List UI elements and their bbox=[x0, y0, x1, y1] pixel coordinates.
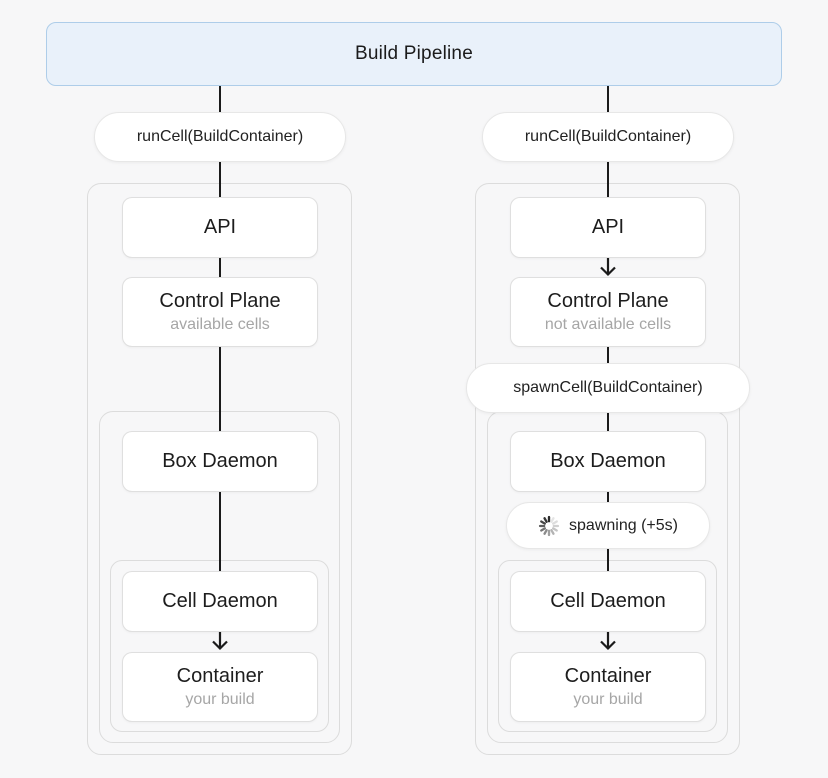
api-label: API bbox=[203, 216, 237, 238]
container-node-right: Container your build bbox=[510, 652, 706, 722]
spawning-status-label: spawning (+5s) bbox=[569, 516, 678, 534]
connector-line bbox=[607, 492, 609, 502]
page-title: Build Pipeline bbox=[355, 43, 473, 64]
connector-line bbox=[219, 162, 221, 198]
connector-line bbox=[607, 86, 609, 112]
down-arrow-icon bbox=[212, 631, 228, 651]
api-node-right: API bbox=[510, 197, 706, 258]
api-node-left: API bbox=[122, 197, 318, 258]
runcell-pill-right: runCell(BuildContainer) bbox=[482, 112, 734, 162]
connector-line bbox=[607, 413, 609, 431]
cell-daemon-node-left: Cell Daemon bbox=[122, 571, 318, 632]
runcell-label: runCell(BuildContainer) bbox=[524, 128, 692, 145]
runcell-pill-left: runCell(BuildContainer) bbox=[94, 112, 346, 162]
cell-daemon-label: Cell Daemon bbox=[162, 590, 278, 612]
spawning-status-pill: spawning (+5s) bbox=[506, 502, 710, 549]
connector-line bbox=[607, 347, 609, 363]
box-daemon-label: Box Daemon bbox=[162, 450, 278, 472]
loading-spinner-icon bbox=[538, 515, 560, 536]
control-plane-subtitle: not available cells bbox=[544, 316, 672, 333]
down-arrow-icon bbox=[600, 631, 616, 651]
build-pipeline-header: Build Pipeline bbox=[46, 22, 782, 86]
connector-line bbox=[219, 492, 221, 571]
spawncell-pill: spawnCell(BuildContainer) bbox=[466, 363, 750, 413]
control-plane-label: Control Plane bbox=[159, 290, 281, 312]
connector-line bbox=[219, 347, 221, 431]
api-label: API bbox=[591, 216, 625, 238]
connector-line bbox=[607, 162, 609, 198]
runcell-label: runCell(BuildContainer) bbox=[136, 128, 304, 145]
down-arrow-icon bbox=[600, 257, 616, 277]
cell-daemon-label: Cell Daemon bbox=[550, 590, 666, 612]
container-node-left: Container your build bbox=[122, 652, 318, 722]
connector-line bbox=[219, 86, 221, 112]
container-subtitle: your build bbox=[185, 691, 255, 708]
cell-daemon-node-right: Cell Daemon bbox=[510, 571, 706, 632]
spawncell-label: spawnCell(BuildContainer) bbox=[513, 379, 703, 396]
container-label: Container bbox=[564, 665, 652, 687]
box-daemon-node-left: Box Daemon bbox=[122, 431, 318, 492]
container-subtitle: your build bbox=[573, 691, 643, 708]
control-plane-node-left: Control Plane available cells bbox=[122, 277, 318, 347]
container-label: Container bbox=[176, 665, 264, 687]
box-daemon-label: Box Daemon bbox=[550, 450, 666, 472]
box-daemon-node-right: Box Daemon bbox=[510, 431, 706, 492]
connector-line bbox=[219, 258, 221, 277]
control-plane-node-right: Control Plane not available cells bbox=[510, 277, 706, 347]
control-plane-subtitle: available cells bbox=[170, 316, 270, 333]
control-plane-label: Control Plane bbox=[547, 290, 669, 312]
connector-line bbox=[607, 549, 609, 571]
